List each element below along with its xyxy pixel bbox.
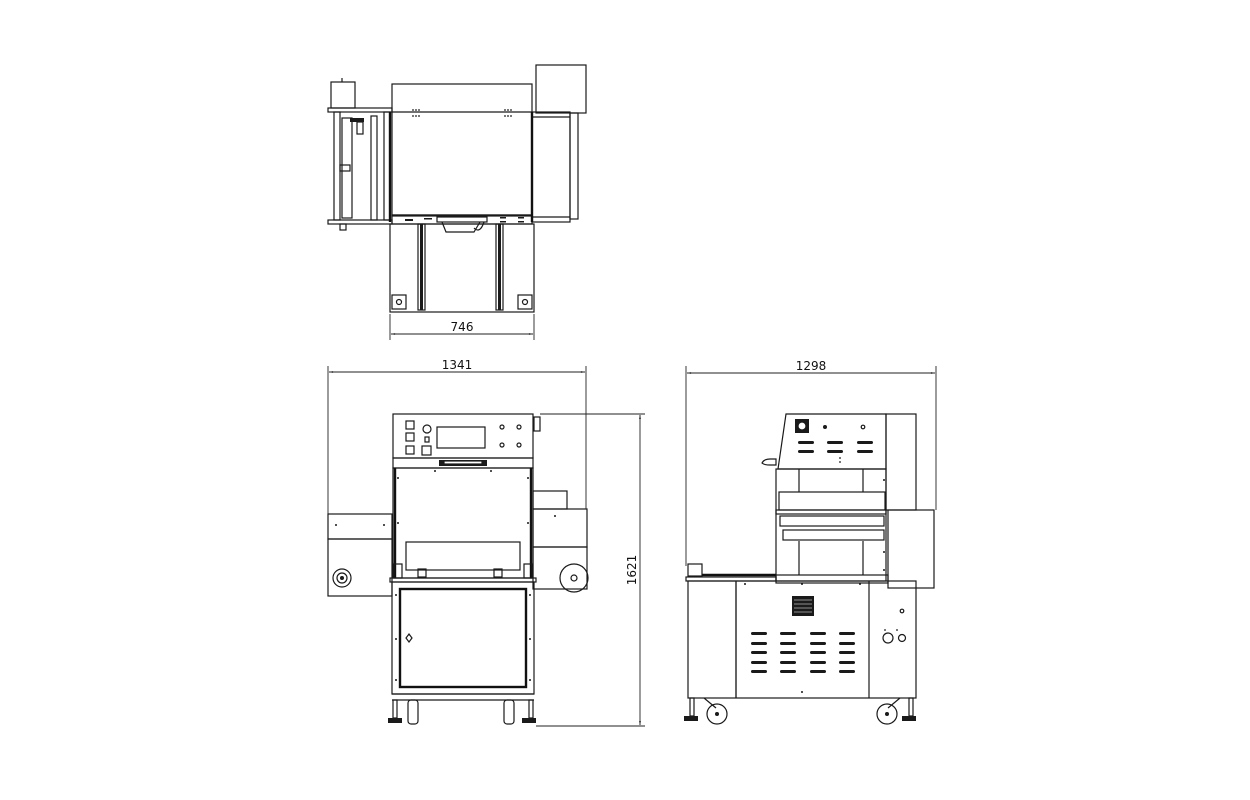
dimension-label-side-width: 1298 <box>796 359 827 373</box>
dimension-label-front-width: 1341 <box>442 358 473 372</box>
side-view <box>684 413 935 725</box>
top-view <box>327 64 587 313</box>
dimension-746: 746 <box>389 314 535 340</box>
dimension-label-top-width: 746 <box>451 320 474 334</box>
dimension-label-height: 1621 <box>625 555 639 586</box>
dimension-1621: 1621 <box>536 413 645 727</box>
dimension-1341: 1341 <box>327 358 587 514</box>
dimension-1298: 1298 <box>685 359 937 566</box>
front-view <box>327 413 589 725</box>
